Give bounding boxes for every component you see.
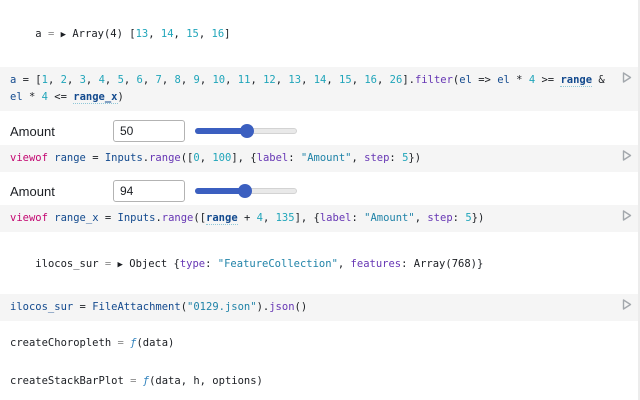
output-value: Array(4) [13, 14, 15, 16]: [66, 28, 231, 40]
expand-triangle-icon[interactable]: ▶: [60, 30, 67, 40]
output-value: Object {type: "FeatureCollection", featu…: [122, 258, 484, 270]
run-cell-button[interactable]: [620, 298, 633, 311]
code-line: el * 4 <= range_x): [10, 91, 124, 104]
run-cell-button[interactable]: [620, 149, 633, 162]
cell-output-ilocos-sur: ilocos_sur = ▶ Object {type: "FeatureCol…: [10, 240, 638, 289]
code-cell-viewof-range-x[interactable]: viewof range_x = Inputs.range([range + 4…: [0, 205, 638, 232]
play-icon: [622, 72, 632, 83]
slider-thumb[interactable]: [240, 124, 255, 138]
code-line: viewof range = Inputs.range([0, 100], {l…: [10, 152, 422, 164]
range-input-row: Amount: [10, 120, 638, 142]
code-cell-filter[interactable]: a = [1, 2, 3, 4, 5, 6, 7, 8, 9, 10, 11, …: [0, 67, 638, 111]
slider-fill: [195, 188, 245, 194]
run-cell-button[interactable]: [620, 71, 633, 84]
output-lhs: a =: [35, 28, 61, 40]
play-icon: [622, 299, 632, 310]
range-number-input[interactable]: [113, 120, 185, 142]
code-line: ilocos_sur = FileAttachment("0129.json")…: [10, 301, 308, 313]
output-lhs: ilocos_sur =: [35, 258, 118, 270]
run-cell-button[interactable]: [620, 209, 633, 222]
cell-output-create-choropleth: createChoropleth = ƒ(data): [10, 337, 175, 349]
expand-triangle-icon[interactable]: ▶: [117, 260, 123, 270]
code-cell-file-attachment[interactable]: ilocos_sur = FileAttachment("0129.json")…: [0, 294, 638, 321]
code-line: viewof range_x = Inputs.range([range + 4…: [10, 212, 485, 225]
range-x-number-input[interactable]: [113, 180, 185, 202]
code-line: a = [1, 2, 3, 4, 5, 6, 7, 8, 9, 10, 11, …: [10, 74, 612, 87]
code-cell-viewof-range[interactable]: viewof range = Inputs.range([0, 100], {l…: [0, 145, 638, 172]
play-icon: [622, 210, 632, 221]
range-x-input-row: Amount: [10, 180, 638, 202]
slider-label: Amount: [10, 123, 55, 139]
range-slider[interactable]: [195, 124, 297, 138]
slider-thumb[interactable]: [237, 184, 252, 198]
slider-fill: [195, 128, 248, 134]
cell-output-create-stack-bar-plot: createStackBarPlot = ƒ(data, h, options): [10, 375, 263, 387]
range-x-slider[interactable]: [195, 184, 297, 198]
slider-label: Amount: [10, 183, 55, 199]
cell-output-a: a = ▶ Array(4) [13, 14, 15, 16]: [10, 10, 638, 59]
play-icon: [622, 150, 632, 161]
